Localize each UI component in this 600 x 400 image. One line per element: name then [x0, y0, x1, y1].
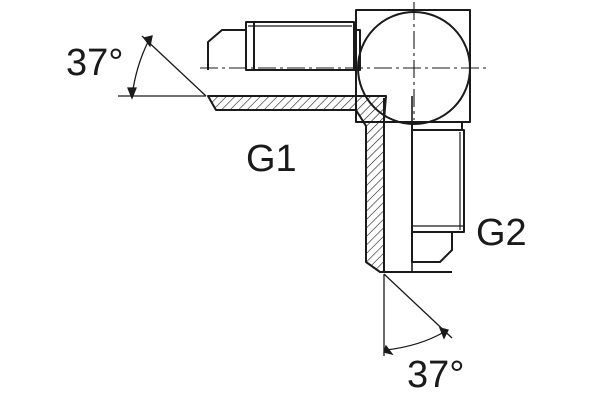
g2-flare-nose: [411, 232, 453, 263]
angle-label-top: 37°: [66, 42, 124, 84]
bottom-flare-extension: [383, 273, 453, 339]
bottom-arrow-right: [438, 327, 449, 340]
port-label-g1: G1: [246, 138, 297, 180]
top-arrow-upper: [142, 35, 153, 48]
g2-thread-body: [411, 129, 465, 233]
angle-label-bottom: 37°: [407, 354, 465, 396]
bottom-arrow-left: [383, 344, 394, 356]
vertical-branch: [411, 121, 465, 263]
angle-dimension-bottom: [383, 273, 453, 356]
bottom-angle-arc: [385, 331, 445, 351]
g1-thread-body: [245, 21, 355, 71]
port-label-g2: G2: [476, 212, 527, 254]
g1-flare-nose: [207, 29, 247, 70]
top-flare-extension: [141, 35, 207, 97]
top-arrow-lower: [127, 87, 137, 100]
horizontal-branch: [207, 21, 361, 71]
angle-dimension-top: [118, 35, 207, 100]
